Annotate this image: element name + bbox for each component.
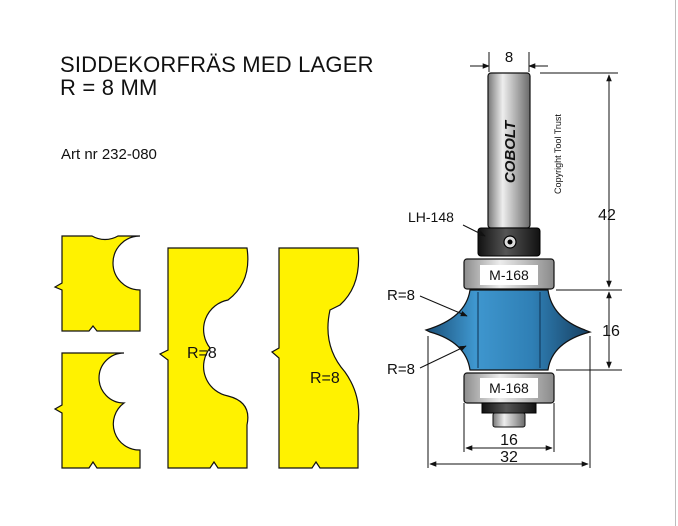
- dimension-shank-diameter-label: 8: [505, 49, 513, 66]
- lower-bearing-label: M-168: [489, 380, 529, 396]
- router-bit: 8 COBOLT Copyright Tool Trust LH-148 M-1…: [387, 49, 622, 468]
- dimension-cutting-height-label: 16: [602, 323, 620, 340]
- profile-two: R=8: [158, 247, 249, 469]
- page-border: [675, 0, 676, 526]
- upper-radius-label: R=8: [387, 287, 415, 304]
- dimension-lower-diameter-label: 16: [500, 432, 518, 449]
- profile-one-upper: [53, 235, 141, 332]
- page-subtitle: R = 8 MM: [60, 75, 158, 100]
- page-title: SIDDEKORFRÄS MED LAGER: [60, 52, 374, 77]
- top-nut-screw-hole: [507, 239, 513, 245]
- profile-one: [53, 235, 141, 469]
- profile-three-shape: [270, 247, 360, 469]
- top-nut-label: LH-148: [408, 209, 454, 225]
- dimension-shank-length-label: 42: [598, 207, 616, 224]
- lower-radius-leader: [419, 345, 467, 369]
- lower-bearing-label-box: [480, 378, 538, 398]
- dimension-overall-diameter-label: 32: [500, 449, 518, 466]
- profile-two-radius-label: R=8: [187, 345, 217, 362]
- upper-bearing-label-box: [480, 265, 538, 285]
- copyright-label: Copyright Tool Trust: [553, 114, 563, 194]
- lower-radius-label: R=8: [387, 361, 415, 378]
- brand-label: COBOLT: [502, 119, 519, 183]
- upper-bearing-label: M-168: [489, 267, 529, 283]
- profile-three-radius-label: R=8: [310, 370, 340, 387]
- bottom-screw: [492, 412, 526, 428]
- top-nut-leader: [462, 224, 486, 237]
- cutter-body: [424, 289, 592, 371]
- profile-two-shape: [158, 247, 249, 469]
- article-number: Art nr 232-080: [61, 146, 157, 163]
- profile-three: R=8: [270, 247, 360, 469]
- upper-radius-leader: [419, 295, 468, 317]
- profile-one-lower: [53, 352, 141, 469]
- bottom-hub: [481, 402, 537, 414]
